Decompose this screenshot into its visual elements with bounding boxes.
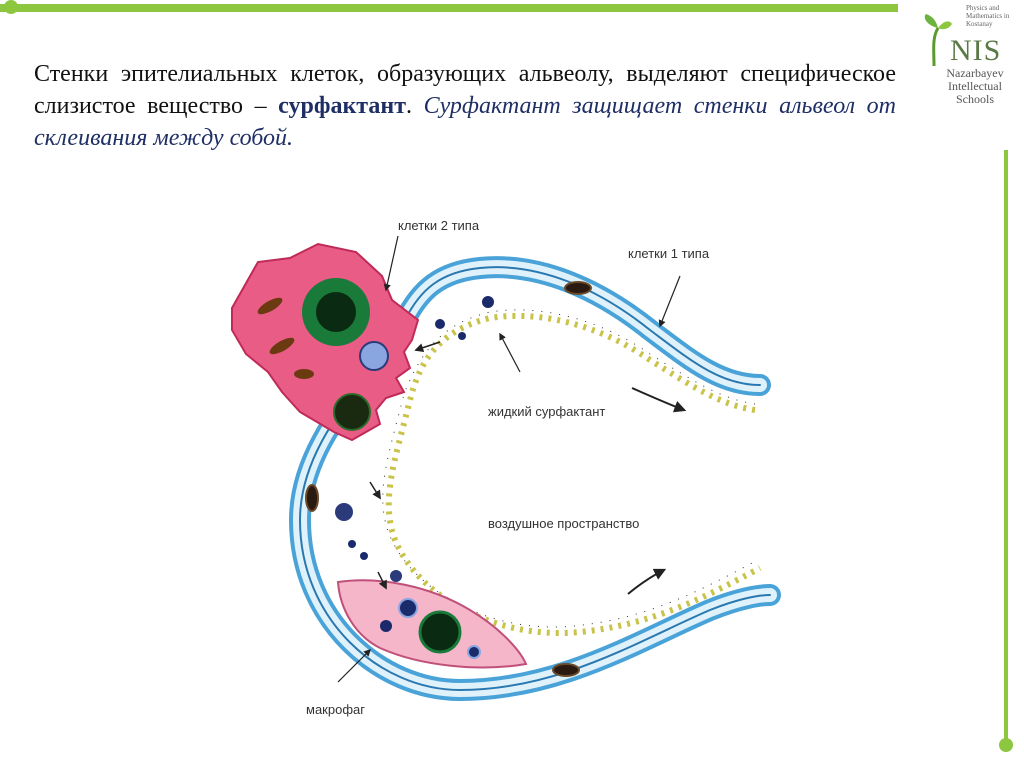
secreted-granule <box>335 503 353 521</box>
sprout-icon <box>924 14 952 67</box>
arrow-type2-label <box>383 235 399 292</box>
secretion-arrow <box>369 481 381 500</box>
arrow-type1-label <box>658 275 681 328</box>
arrow-liquid-label <box>499 332 521 373</box>
label-type2-cells: клетки 2 типа <box>398 218 480 233</box>
nis-logo <box>914 6 1018 116</box>
intro-text-part1: Стенки эпителиальных клеток, образующих … <box>34 61 896 119</box>
flow-arrow-upper <box>631 387 687 413</box>
logo-school-name: Nazarbayev Intellectual Schools <box>946 66 1004 106</box>
secreted-granule <box>360 552 368 560</box>
intro-text-part2: . <box>406 93 424 119</box>
type1-cell-nucleus <box>552 663 580 677</box>
frame-top-dot <box>4 0 18 14</box>
label-type1-cells: клетки 1 типа <box>628 246 710 261</box>
flow-arrow-lower <box>627 568 667 595</box>
macrophage-vesicle <box>467 645 481 659</box>
secretion-arrow <box>414 341 441 352</box>
intro-italic-text: Сурфактант защищает стенки альвеол от ск… <box>34 93 896 151</box>
label-liquid-surfactant: жидкий сурфактант <box>488 404 605 419</box>
secreted-granule <box>390 570 402 582</box>
type2-cell-nucleus-inner <box>316 292 356 332</box>
type1-cell-nucleus <box>564 281 592 295</box>
alveolar-wall-line <box>298 266 771 692</box>
type1-cell-nucleus <box>305 484 319 512</box>
logo-subtitle: Physics and Mathematics in Kostanay <box>966 4 1010 28</box>
secreted-granule <box>435 319 445 329</box>
surfactant-term: сурфактант <box>278 93 406 119</box>
logo-name: NIS <box>950 34 1002 67</box>
secretion-arrow <box>377 571 387 590</box>
mitochondrion <box>257 297 283 315</box>
macrophage-nucleus <box>418 610 462 654</box>
mitochondrion <box>269 337 295 355</box>
lamellar-body <box>333 393 371 431</box>
label-air-space: воздушное пространство <box>488 516 639 531</box>
mitochondrion <box>294 369 314 379</box>
label-macrophage: макрофаг <box>306 702 365 717</box>
secreted-granule <box>348 540 356 548</box>
secreted-granule <box>458 332 466 340</box>
macrophage-vesicle <box>380 620 392 632</box>
macrophage-vesicle <box>398 598 418 618</box>
vesicle-cluster <box>359 341 389 371</box>
surfactant-layer-stems <box>382 309 756 628</box>
secreted-granule <box>482 296 494 308</box>
intro-paragraph: Стенки эпителиальных клеток, образующих … <box>34 58 896 154</box>
frame-right-line <box>1004 150 1008 740</box>
frame-right-dot <box>999 738 1013 752</box>
frame-top-line <box>0 4 898 12</box>
arrow-macrophage-label <box>337 648 372 683</box>
